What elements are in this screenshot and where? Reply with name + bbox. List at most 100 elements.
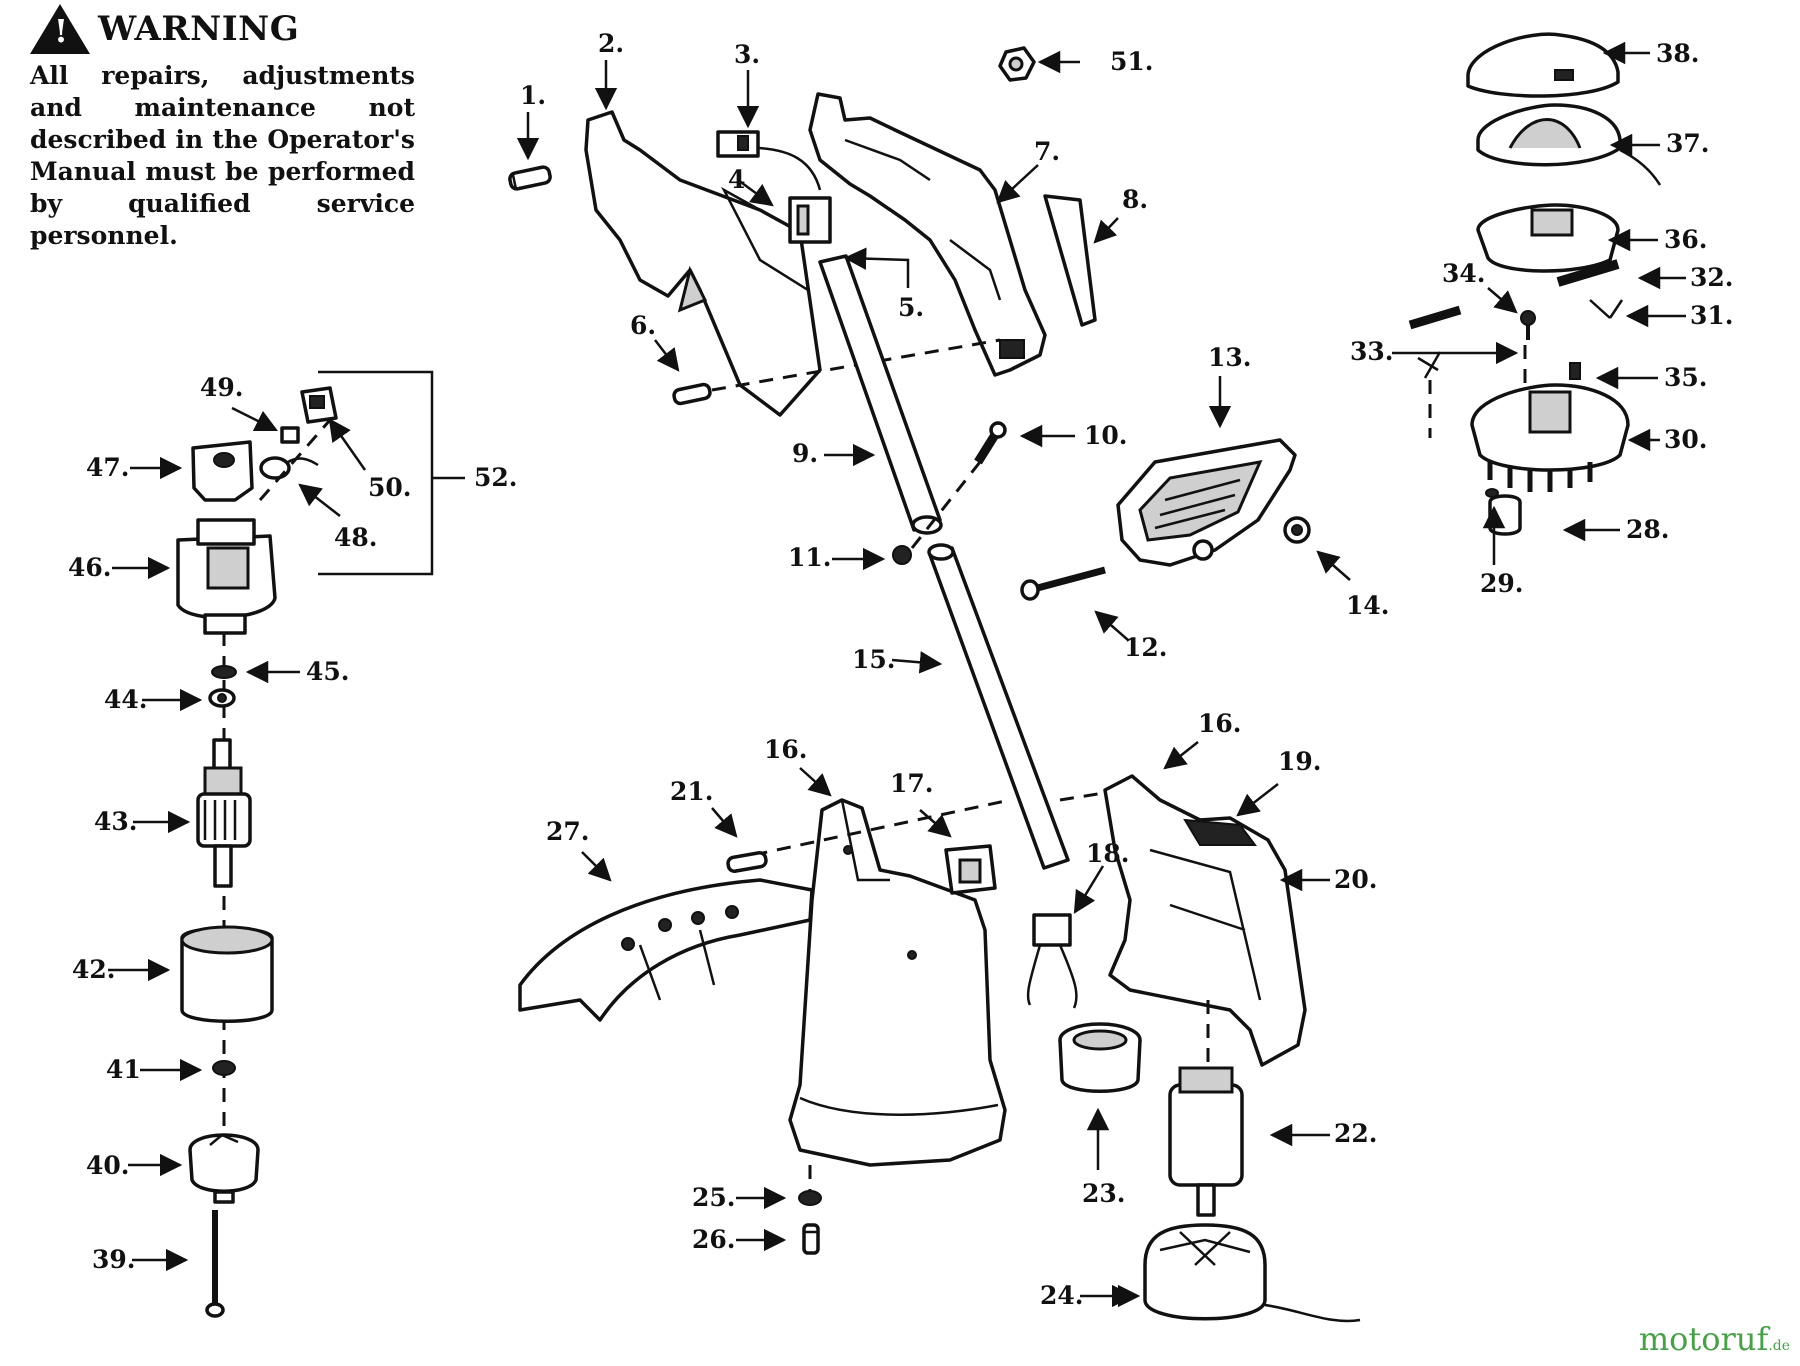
watermark-tld: .de <box>1768 1338 1790 1354</box>
part-32-line-tube <box>1556 259 1620 287</box>
part-40-end-bell <box>188 1133 260 1204</box>
callout-28: 28. <box>1626 515 1670 544</box>
callout-11: 11. <box>788 543 832 572</box>
part-19-right-housing <box>1103 774 1307 1067</box>
part-34-screw <box>1520 310 1536 340</box>
callout-46: 46. <box>68 553 112 582</box>
part-11-nut <box>892 545 912 565</box>
leader-10-11 <box>910 461 982 549</box>
warning-triangle-icon: ! <box>30 4 90 54</box>
callout-22: 22. <box>1334 1119 1378 1148</box>
warning-block: ! WARNING All repairs, adjustments and m… <box>30 4 420 252</box>
callout-33: 33. <box>1350 337 1394 366</box>
part-2-left-handle <box>584 110 822 417</box>
callout-23: 23. <box>1082 1179 1126 1208</box>
part-22-motor <box>1168 1066 1244 1217</box>
callout-35: 35. <box>1664 363 1708 392</box>
callout-44: 44. <box>104 685 148 714</box>
callout-40: 40. <box>86 1151 130 1180</box>
part-42-stator <box>180 925 274 1023</box>
callout-arrows <box>108 41 1686 1308</box>
callout-18: 18. <box>1086 839 1130 868</box>
part-43-armature <box>196 738 252 888</box>
part-47-brush-cover <box>191 440 254 502</box>
part-3-switch <box>716 130 822 191</box>
callout-15: 15. <box>852 645 896 674</box>
part-14-knob <box>1283 516 1311 544</box>
part-8-label <box>1043 194 1097 327</box>
callout-38: 38. <box>1656 39 1700 68</box>
part-49-brush <box>280 426 300 444</box>
warning-title: ! WARNING <box>30 4 420 54</box>
callout-9: 9. <box>792 439 818 468</box>
callout-1: 1. <box>520 81 546 110</box>
part-7-right-handle <box>808 92 1047 377</box>
part-27-guard <box>518 878 814 1022</box>
callout-52: 52. <box>474 463 518 492</box>
part-36-spool-hub <box>1476 203 1620 273</box>
callout-19: 19. <box>1278 747 1322 776</box>
callout-24: 24. <box>1040 1281 1084 1310</box>
callout-32: 32. <box>1690 263 1734 292</box>
part-41-washer <box>212 1060 236 1076</box>
part-50-brush-holder <box>300 386 338 424</box>
part-35-pin <box>1569 362 1581 380</box>
callout-30: 30. <box>1664 425 1708 454</box>
callout-10: 10. <box>1084 421 1128 450</box>
callout-27: 27. <box>546 817 590 846</box>
part-12-bolt <box>1020 566 1106 601</box>
callout-43: 43. <box>94 807 138 836</box>
part-38-cap <box>1466 32 1620 98</box>
callout-47: 47. <box>86 453 130 482</box>
part-24-fan <box>1143 1223 1361 1323</box>
callout-26: 26. <box>692 1225 736 1254</box>
part-45-washer <box>211 665 237 679</box>
callout-37: 37. <box>1666 129 1710 158</box>
part-17-clip <box>944 844 997 895</box>
callout-36: 36. <box>1664 225 1708 254</box>
part-18-terminal <box>1026 913 1078 1009</box>
part-51-nut <box>998 46 1036 82</box>
callout-29: 29. <box>1480 569 1524 598</box>
callout-5: 5. <box>898 293 924 322</box>
part-31-spring <box>1589 299 1624 319</box>
part-44-bearing <box>208 688 236 708</box>
warning-text: All repairs, adjustments and maintenance… <box>30 61 415 250</box>
callout-6: 6. <box>630 311 656 340</box>
callout-2: 2. <box>598 29 624 58</box>
part-4-connector <box>788 196 832 244</box>
part-1-screw <box>508 165 552 191</box>
callout-50: 50. <box>368 473 412 502</box>
callout-31: 31. <box>1690 301 1734 330</box>
callout-49: 49. <box>200 373 244 402</box>
warning-title-text: WARNING <box>98 9 300 49</box>
callout-13: 13. <box>1208 343 1252 372</box>
callout-12: 12. <box>1124 633 1168 662</box>
callout-41: 41 <box>106 1055 141 1084</box>
watermark-brand: motoruf <box>1638 1320 1769 1358</box>
callout-34: 34. <box>1442 259 1486 288</box>
callout-51: 51. <box>1110 47 1154 76</box>
callout-25: 25. <box>692 1183 736 1212</box>
part-37-spool <box>1476 103 1662 186</box>
part-26-screw <box>802 1223 820 1255</box>
callout-20: 20. <box>1334 865 1378 894</box>
part-39-bolt <box>205 1210 225 1318</box>
part-33-line-tube <box>1408 305 1462 379</box>
part-46-end-bell <box>176 518 277 635</box>
callout-48: 48. <box>334 523 378 552</box>
part-10-bolt <box>974 421 1007 465</box>
callout-16-right: 16. <box>1198 709 1242 738</box>
callout-16-left: 16. <box>764 735 808 764</box>
callout-39: 39. <box>92 1245 136 1274</box>
part-30-hub <box>1470 383 1630 492</box>
callout-42: 42. <box>72 955 116 984</box>
part-23-bushing <box>1058 1022 1142 1093</box>
part-13-aux-handle <box>1116 438 1297 567</box>
callout-7: 7. <box>1034 137 1060 166</box>
callout-21: 21. <box>670 777 714 806</box>
part-48-spring <box>259 456 319 480</box>
bracket-52 <box>318 370 434 576</box>
callout-17: 17. <box>890 769 934 798</box>
